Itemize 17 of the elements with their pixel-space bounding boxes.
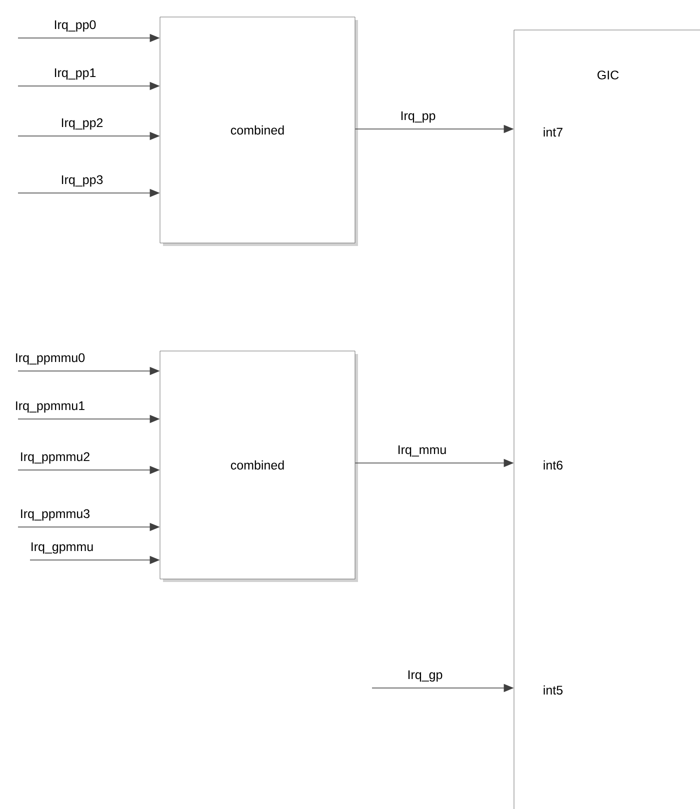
edge-label: Irq_pp bbox=[399, 110, 437, 124]
edge-label: Irq_ppmmu2 bbox=[18, 451, 92, 465]
port-label: int7 bbox=[544, 127, 562, 137]
edge-label: Irq_pp3 bbox=[60, 174, 104, 188]
edge-label: Irq_gp bbox=[406, 669, 444, 683]
process-box: combined bbox=[160, 16, 358, 246]
port-label: int5 bbox=[544, 685, 563, 695]
edge-label: Irq_pp0 bbox=[52, 19, 98, 33]
edge-label: Irq_ppmmu1 bbox=[14, 400, 86, 414]
edge-label: Irq_ppmmu0 bbox=[14, 352, 86, 366]
edge-label: Irq_pp1 bbox=[52, 67, 98, 81]
edge-label: Irq_mmu bbox=[396, 444, 448, 458]
process-box: combined bbox=[160, 350, 358, 582]
port-label: int6 bbox=[544, 460, 563, 470]
edge-label: Irq_ppmmu3 bbox=[18, 508, 92, 522]
edge-label: Irq_gpmmu bbox=[29, 541, 95, 555]
edge-label: Irq_pp2 bbox=[60, 117, 104, 131]
